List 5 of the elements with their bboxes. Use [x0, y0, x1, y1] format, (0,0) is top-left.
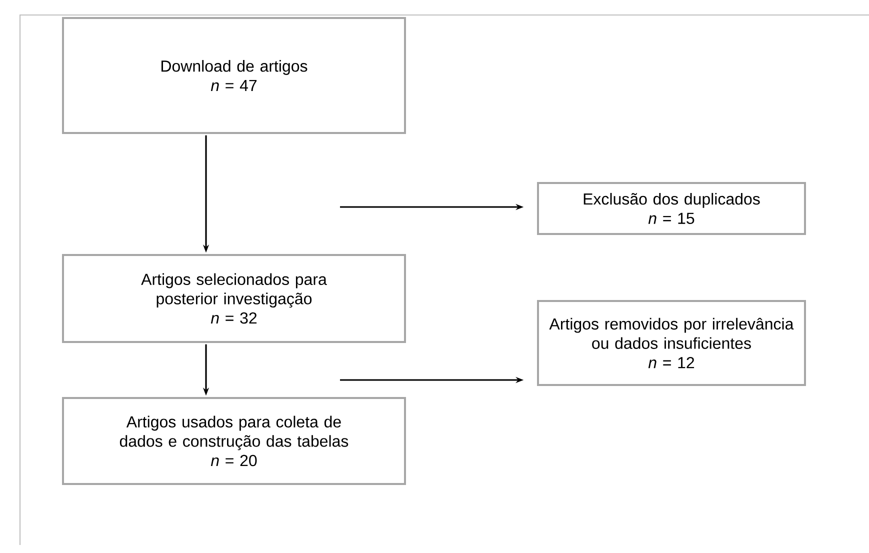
process-box: Artigos removidos por irrelevância ou dados insuficientes n = 12	[537, 300, 806, 386]
process-box: Artigos usados para coleta de dados e construção das tabelas n = 20	[62, 396, 406, 485]
process-box: Artigos selecionados para posterior investigação n = 32	[62, 254, 406, 343]
process-box: Download de artigos n = 47	[62, 17, 406, 134]
process-box: Exclusão dos duplicados n = 15	[537, 182, 806, 235]
